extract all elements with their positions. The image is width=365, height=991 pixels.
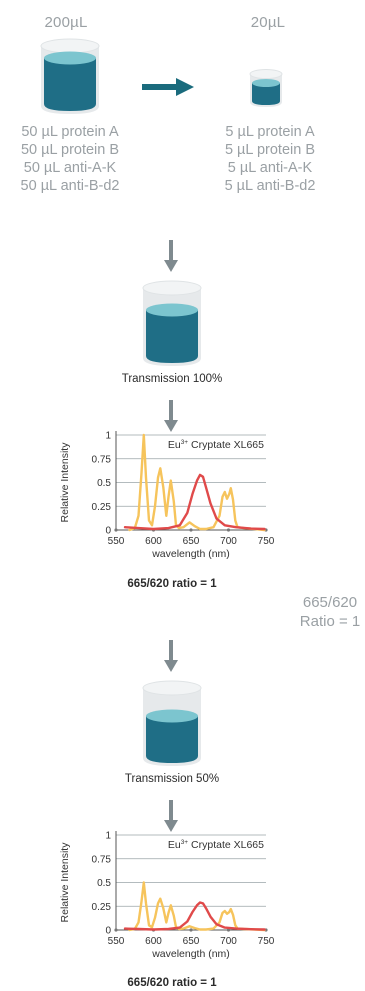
x-tick-label: 650 xyxy=(183,936,200,947)
x-axis-label: wavelength (nm) xyxy=(151,548,230,560)
emission-chart-2: 0 0.25 0.5 0.75 1 550 600 650 700 750 wavelength (… xyxy=(59,831,275,961)
y-tick-label: 1 xyxy=(105,431,111,442)
left-mix-item: 50 µL protein A xyxy=(21,124,119,140)
y-tick-label: 0.75 xyxy=(92,854,112,865)
down-arrow xyxy=(164,800,178,832)
y-axis-label: Relative Intensity xyxy=(59,842,71,923)
small-beaker xyxy=(249,69,283,107)
left-mix-item: 50 µL protein B xyxy=(20,142,120,158)
right-mix-item: 5 µL anti-A-K xyxy=(227,160,313,176)
transmission-label-2: Transmission 50% xyxy=(124,773,220,785)
side-ratio-line: 665/620 xyxy=(302,594,358,611)
down-arrow xyxy=(164,640,178,672)
annotation-rest: Cryptate XL665 xyxy=(188,839,264,851)
ratio-label-2: 665/620 ratio = 1 xyxy=(127,977,217,989)
y-tick-label: 0 xyxy=(105,926,111,937)
x-tick-label: 750 xyxy=(258,536,275,547)
transmission-label-1: Transmission 100% xyxy=(121,373,223,385)
x-tick-label: 750 xyxy=(258,936,275,947)
ratio-label-1: 665/620 ratio = 1 xyxy=(127,578,217,590)
annotation-superscript: 3+ xyxy=(181,439,189,446)
down-arrow xyxy=(164,240,178,272)
annotation-superscript: 3+ xyxy=(181,839,189,846)
down-arrow xyxy=(164,400,178,432)
x-tick-marker xyxy=(226,528,231,532)
y-tick-label: 0.25 xyxy=(92,502,112,513)
y-tick-label: 0 xyxy=(105,526,111,537)
y-tick-label: 1 xyxy=(105,831,111,842)
chart-annotation: Eu3+ Cryptate XL665 xyxy=(168,439,264,451)
left-mix-item: 50 µL anti-B-d2 xyxy=(20,178,120,194)
left-volume-label: 200µL xyxy=(44,14,88,31)
right-mix-item: 5 µL anti-B-d2 xyxy=(224,178,316,194)
x-axis-label: wavelength (nm) xyxy=(151,948,230,960)
y-axis-label: Relative Intensity xyxy=(59,442,71,523)
y-tick-label: 0.25 xyxy=(92,902,112,913)
x-tick-label: 700 xyxy=(220,936,237,947)
right-volume-label: 20µL xyxy=(250,14,286,31)
x-tick-label: 600 xyxy=(145,936,162,947)
emission-chart-1: 0 0.25 0.5 0.75 1 550 600 650 700 750 wavelength (… xyxy=(59,431,275,561)
beaker-step-1 xyxy=(142,280,202,366)
y-tick-label: 0.75 xyxy=(92,454,112,465)
side-ratio-label: 665/620 Ratio = 1 xyxy=(290,593,365,631)
chart-annotation: Eu3+ Cryptate XL665 xyxy=(168,839,264,851)
side-ratio-line: Ratio = 1 xyxy=(299,613,361,630)
beaker-step-2 xyxy=(142,680,202,766)
donor-emission-line xyxy=(128,433,266,532)
dilution-arrow xyxy=(142,78,194,96)
large-beaker xyxy=(40,38,100,114)
x-tick-marker xyxy=(114,928,118,932)
y-tick-label: 0.5 xyxy=(97,878,111,889)
acceptor-emission-line xyxy=(123,473,266,531)
y-tick-label: 0.5 xyxy=(97,478,111,489)
x-tick-label: 650 xyxy=(183,536,200,547)
x-tick-label: 700 xyxy=(220,536,237,547)
annotation-prefix: Eu xyxy=(168,839,181,851)
annotation-rest: Cryptate XL665 xyxy=(188,439,264,451)
acceptor-emission-line xyxy=(123,901,266,931)
right-mix-list: 5 µL protein A 5 µL protein B 5 µL anti-… xyxy=(200,123,340,195)
x-tick-label: 600 xyxy=(145,536,162,547)
x-tick-marker xyxy=(189,528,193,532)
x-tick-label: 550 xyxy=(108,536,125,547)
right-mix-item: 5 µL protein A xyxy=(225,124,315,140)
left-mix-list: 50 µL protein A 50 µL protein B 50 µL an… xyxy=(0,123,140,195)
left-mix-item: 50 µL anti-A-K xyxy=(23,160,117,176)
donor-emission-line xyxy=(128,881,266,932)
annotation-prefix: Eu xyxy=(168,439,181,451)
right-mix-item: 5 µL protein B xyxy=(224,142,316,158)
x-tick-marker xyxy=(189,928,193,932)
x-tick-marker xyxy=(114,528,118,532)
x-tick-label: 550 xyxy=(108,936,125,947)
